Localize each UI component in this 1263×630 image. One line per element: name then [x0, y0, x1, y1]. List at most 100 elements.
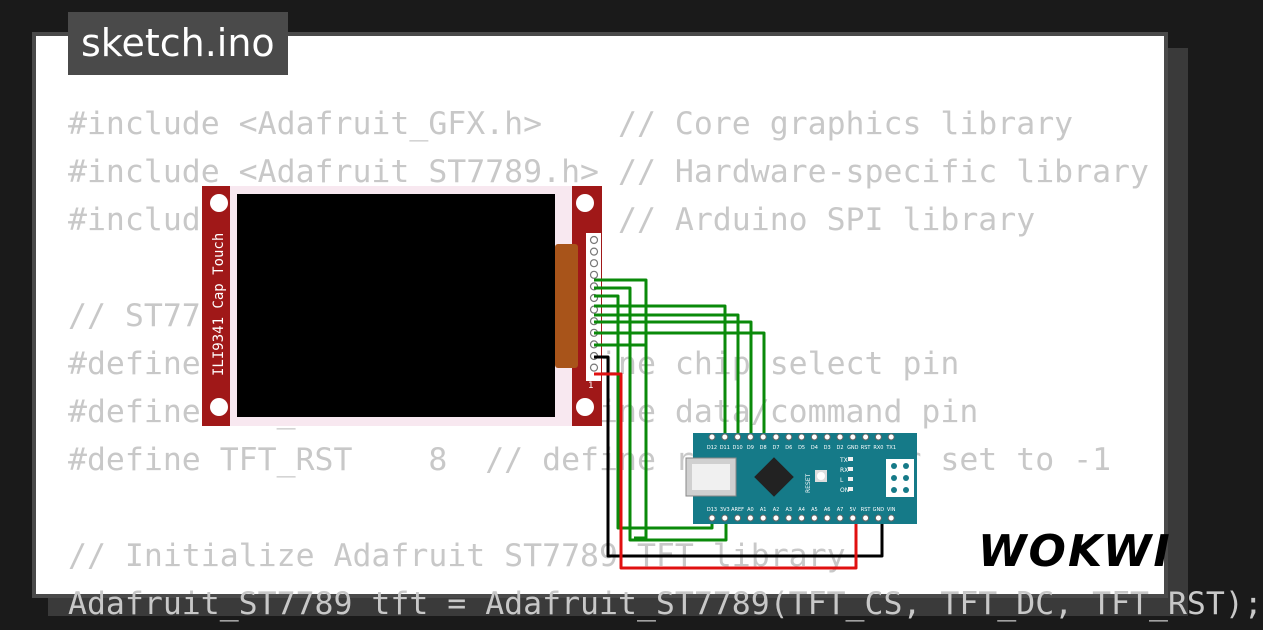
- bottom-pin-header: [708, 514, 895, 522]
- arduino-pin[interactable]: [708, 433, 716, 441]
- reset-label: RESET: [805, 473, 812, 493]
- wire-green: [594, 343, 648, 538]
- pin-label: A1: [760, 507, 767, 513]
- arduino-pin[interactable]: [772, 514, 780, 522]
- arduino-pin[interactable]: [759, 514, 767, 522]
- arduino-pin[interactable]: [708, 514, 716, 522]
- pin-label: A6: [824, 507, 831, 513]
- wires: [594, 278, 884, 570]
- arduino-pin[interactable]: [823, 433, 831, 441]
- pin-label: TX1: [885, 445, 896, 451]
- arduino-pin[interactable]: [874, 433, 882, 441]
- pin-label: VIN: [887, 507, 896, 513]
- pin-one-marker: 1: [588, 381, 594, 391]
- display-pin[interactable]: [589, 247, 599, 256]
- icsp-pin: [891, 487, 897, 493]
- icsp-pins: [891, 463, 909, 493]
- arduino-pin[interactable]: [823, 514, 831, 522]
- arduino-pin[interactable]: [734, 433, 742, 441]
- wire-green: [594, 294, 714, 530]
- pin-label: A2: [773, 507, 780, 513]
- tft-display-module[interactable]: ILI9341 Cap Touch 1: [202, 186, 602, 426]
- wire-red: [594, 372, 858, 570]
- pin-label: D9: [747, 445, 754, 451]
- arduino-pin[interactable]: [772, 433, 780, 441]
- display-pin[interactable]: [589, 363, 599, 372]
- display-screen: [237, 194, 555, 417]
- circuit-diagram: ILI9341 Cap Touch 1 RESET TX RX L: [202, 186, 917, 570]
- arduino-pin[interactable]: [734, 514, 742, 522]
- arduino-pin[interactable]: [836, 433, 844, 441]
- arduino-pin[interactable]: [810, 433, 818, 441]
- pin-label: A7: [837, 507, 844, 513]
- arduino-pin[interactable]: [785, 514, 793, 522]
- icsp-pin: [891, 463, 897, 469]
- display-pin[interactable]: [589, 259, 599, 268]
- icsp-header: [886, 459, 914, 497]
- arduino-pin[interactable]: [721, 514, 729, 522]
- arduino-pin[interactable]: [849, 433, 857, 441]
- led-icon: [848, 457, 853, 461]
- pin-label: RX0: [873, 445, 883, 451]
- icsp-pin: [903, 475, 909, 481]
- pin-label: D11: [720, 445, 730, 451]
- icsp-pin: [903, 463, 909, 469]
- pin-label: RST: [861, 507, 872, 513]
- pin-label: A0: [747, 507, 754, 513]
- top-pin-header: [708, 433, 895, 441]
- arduino-pin[interactable]: [746, 433, 754, 441]
- arduino-pin[interactable]: [785, 433, 793, 441]
- arduino-pin[interactable]: [849, 514, 857, 522]
- arduino-pin[interactable]: [721, 433, 729, 441]
- led-label: L: [840, 477, 844, 484]
- code-line: #include <Adafruit_ST7789.h> // Hardware…: [68, 154, 1149, 190]
- pin-label: D5: [798, 445, 805, 451]
- arduino-pin[interactable]: [887, 433, 895, 441]
- arduino-pin[interactable]: [810, 514, 818, 522]
- led-label: ON: [840, 487, 849, 494]
- mount-hole-icon: [210, 194, 228, 212]
- arduino-pin[interactable]: [862, 514, 870, 522]
- wire-green: [594, 320, 753, 437]
- pin-label: 3V3: [720, 507, 730, 513]
- display-label: ILI9341 Cap Touch: [211, 233, 227, 376]
- code-line: Adafruit_ST7789 tft = Adafruit_ST7789(TF…: [68, 586, 1263, 622]
- pin-label: A3: [785, 507, 792, 513]
- led-icon: [848, 467, 853, 471]
- pin-label: 5V: [849, 507, 856, 513]
- icsp-pin: [903, 487, 909, 493]
- pin-label: D10: [732, 445, 742, 451]
- code-line: #include <Adafruit_GFX.h> // Core graphi…: [68, 106, 1074, 142]
- arduino-pin[interactable]: [874, 514, 882, 522]
- pin-label: D12: [707, 445, 717, 451]
- filename-tab[interactable]: sketch.ino: [68, 12, 288, 75]
- wire-green: [594, 286, 728, 542]
- mount-hole-icon: [576, 398, 594, 416]
- pin-label: GND: [873, 507, 885, 513]
- pin-label: D7: [772, 445, 779, 451]
- display-pin[interactable]: [589, 270, 599, 279]
- project-preview: sketch.ino #include <Adafruit_GFX.h> // …: [32, 12, 1263, 622]
- display-pin[interactable]: [589, 235, 599, 245]
- wire-black: [594, 355, 884, 558]
- pin-label: A5: [811, 507, 818, 513]
- led-label: TX: [839, 457, 848, 464]
- arduino-pin[interactable]: [887, 514, 895, 522]
- led-label: RX: [840, 467, 848, 474]
- wokwi-logo[interactable]: WOKWI: [978, 526, 1172, 577]
- icsp-pin: [891, 475, 897, 481]
- led-icon: [848, 477, 853, 481]
- arduino-pin[interactable]: [798, 433, 806, 441]
- arduino-pin[interactable]: [798, 514, 806, 522]
- arduino-pin[interactable]: [746, 514, 754, 522]
- arduino-pin[interactable]: [836, 514, 844, 522]
- arduino-pin[interactable]: [759, 433, 767, 441]
- arduino-pin[interactable]: [862, 433, 870, 441]
- wire-green: [594, 331, 766, 437]
- pin-label: D8: [760, 445, 767, 451]
- pin-label: D13: [707, 507, 717, 513]
- mount-hole-icon: [576, 194, 594, 212]
